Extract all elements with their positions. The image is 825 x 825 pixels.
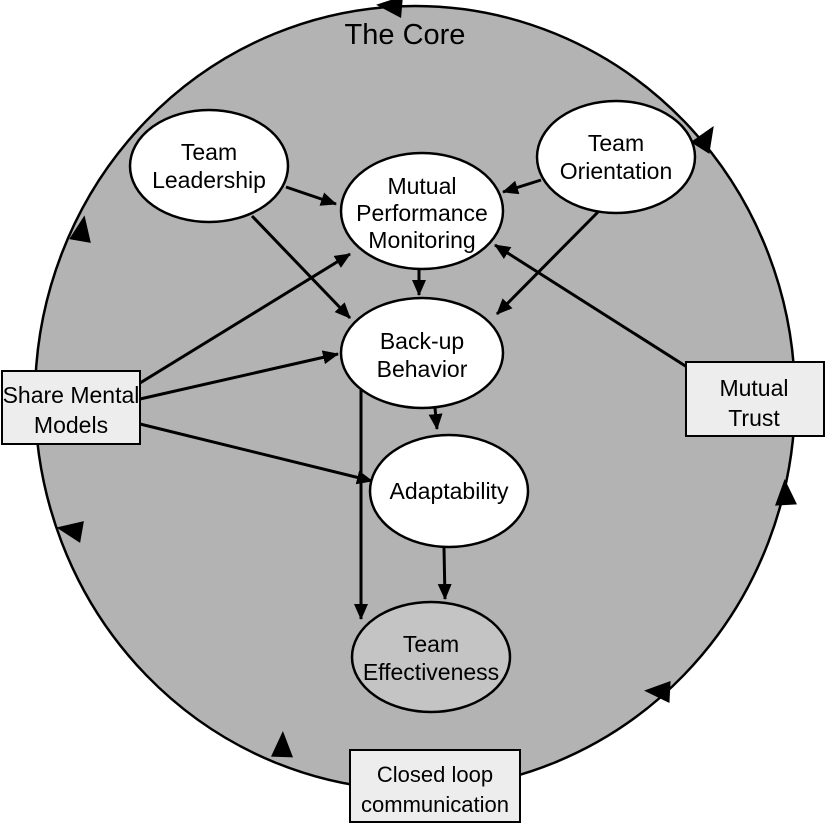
team-leadership-label-line2: Leadership [152,167,266,193]
node-adaptability: Adaptability [368,433,530,549]
edge-team-leadership-to-monitoring [285,185,337,206]
edge-team-orientation-to-backup [495,210,600,316]
node-team-orientation: Team Orientation [535,99,697,215]
monitoring-label-line2: Performance [356,200,488,226]
team-effectiveness-ellipse [350,600,512,714]
backup-behavior-label-line2: Behavior [377,356,468,382]
team-orientation-ellipse [535,99,697,215]
shared-mental-models-label-line1: Share Mental [3,382,140,408]
flow-arrowhead-upper-right-icon [690,125,714,154]
adaptability-ellipse [368,433,530,549]
flow-arrowhead-right-icon [775,479,797,506]
edge-team-orientation-to-monitoring [502,178,542,195]
edge-backup-to-adaptability [428,407,443,430]
mutual-performance-monitoring-ellipse [339,151,505,271]
shared-mental-models-rect [1,370,141,445]
rim-flow-arrows [56,0,797,758]
box-mutual-trust: Mutual Trust [685,361,825,437]
monitoring-label-line1: Mutual [387,173,456,199]
node-team-leadership: Team Leadership [128,108,290,224]
team-orientation-label-line1: Team [588,130,644,156]
flow-arrowhead-upper-left-icon [69,215,91,243]
edge-mental-models-to-adaptability [139,422,373,485]
team-leadership-ellipse [128,108,290,224]
node-team-effectiveness: Team Effectiveness [350,600,512,714]
shared-mental-models-label-line2: Models [34,412,108,438]
adaptability-label: Adaptability [390,478,509,504]
box-closed-loop-communication: Closed loop communication [349,749,521,823]
edges [139,178,688,620]
flow-arrowhead-bottom-left-icon [271,731,293,758]
closed-loop-label-line2: communication [361,792,509,817]
mutual-trust-rect [685,361,825,437]
box-shared-mental-models: Share Mental Models [1,370,141,445]
mutual-trust-label-line2: Trust [728,405,780,431]
edge-mental-models-to-backup [139,350,339,401]
node-mutual-performance-monitoring: Mutual Performance Monitoring [339,151,505,271]
backup-behavior-ellipse [339,296,505,410]
team-effectiveness-label-line1: Team [403,631,459,657]
backup-behavior-label-line1: Back-up [380,328,464,354]
closed-loop-label-line1: Closed loop [377,762,493,787]
edge-team-leadership-to-backup [250,214,352,320]
mutual-trust-label-line1: Mutual [719,375,788,401]
edge-mutual-trust-to-monitoring [494,243,688,369]
edge-mental-models-to-monitoring [139,252,351,385]
monitoring-label-line3: Monitoring [368,227,475,253]
edge-adaptability-to-effectiveness [437,547,452,600]
node-backup-behavior: Back-up Behavior [339,296,505,410]
diagram-title: The Core [345,19,466,51]
closed-loop-communication-rect [349,749,521,823]
flow-arrowhead-bottom-right-icon [644,681,671,703]
team-leadership-label-line1: Team [181,139,237,165]
team-effectiveness-label-line2: Effectiveness [363,659,499,685]
flow-arrowhead-left-lower-icon [56,521,84,543]
flow-arrowhead-top-icon [376,0,403,18]
team-orientation-label-line2: Orientation [560,158,673,184]
